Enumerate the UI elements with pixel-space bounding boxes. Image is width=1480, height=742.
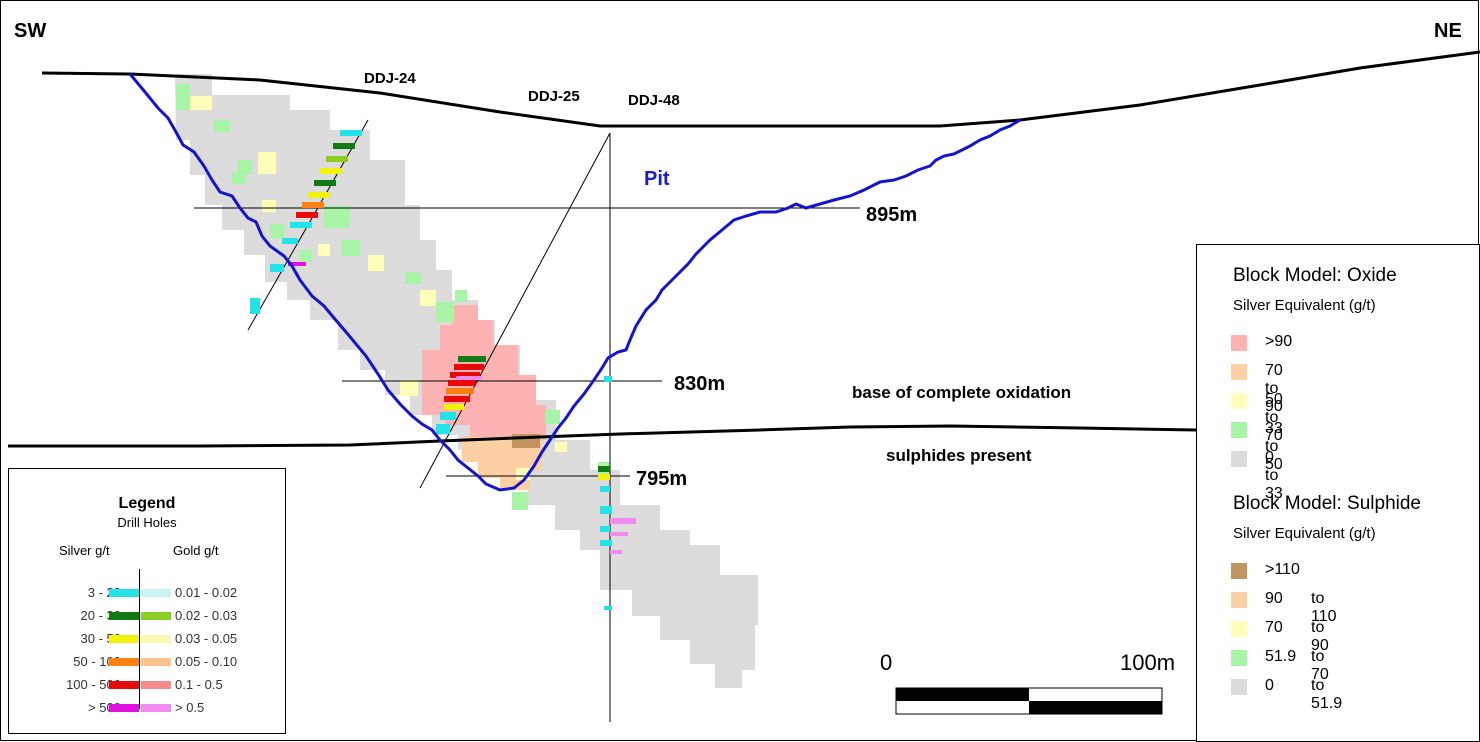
drill-hole-assays <box>250 130 636 610</box>
gold-swatch <box>141 681 171 689</box>
gold-swatch <box>141 658 171 666</box>
oxide-title: Block Model: Oxide <box>1233 265 1397 286</box>
gold-header: Gold g/t <box>173 543 219 558</box>
sulphide-swatch <box>1231 650 1247 666</box>
sulphide-range-to: to 70 <box>1311 648 1329 683</box>
silver-swatch <box>109 589 139 597</box>
sulphide-range-from: 90 <box>1265 590 1283 607</box>
silver-swatch <box>109 635 139 643</box>
block-model-legend: Block Model: Oxide Silver Equivalent (g/… <box>1196 244 1480 742</box>
sulphide-range-from: >110 <box>1265 561 1300 578</box>
legend-divider <box>139 569 140 709</box>
legend-row: 100 - 500 0.1 - 0.5 <box>9 675 285 695</box>
legend-subtitle: Drill Holes <box>117 515 177 530</box>
silver-swatch <box>109 658 139 666</box>
topography-surface <box>41 50 1480 128</box>
ne-corner-label: NE <box>1434 20 1462 42</box>
gold-range: > 0.5 <box>175 700 205 715</box>
oxidation-zone-label: base of complete oxidation <box>852 383 1072 402</box>
oxide-range-label: 0 to 33 <box>1265 449 1283 502</box>
scale-bar: 0 100m <box>870 650 1175 720</box>
sulphide-range-to: to 110 <box>1311 590 1337 625</box>
gold-swatch <box>141 635 171 643</box>
gold-range: 0.02 - 0.03 <box>175 608 238 623</box>
elevation-label-830: 830m <box>674 373 726 395</box>
oxide-range-label: >90 <box>1265 333 1293 350</box>
scale-bar-graphic <box>895 687 1163 715</box>
pit-outline <box>128 73 1021 492</box>
gold-range: 0.05 - 0.10 <box>175 654 238 669</box>
ddj-24-assays <box>250 130 362 314</box>
elevation-label-895: 895m <box>866 204 918 226</box>
sulphide-swatch <box>1231 592 1247 608</box>
gold-range: 0.03 - 0.05 <box>175 631 238 646</box>
sulphide-range-from: 70 <box>1265 619 1283 636</box>
sulphide-title: Block Model: Sulphide <box>1233 493 1421 514</box>
sw-corner-label: SW <box>14 20 47 42</box>
gold-swatch <box>141 589 171 597</box>
sulphide-range-to: to 90 <box>1311 619 1329 654</box>
sulphide-swatch <box>1231 679 1247 695</box>
drill-hole-legend: Legend Drill Holes Silver g/t Gold g/t 3… <box>8 468 286 734</box>
ddj-48-assays <box>598 376 636 610</box>
sulphide-swatch <box>1231 563 1247 579</box>
sulphide-zone-label: sulphides present <box>886 446 1032 465</box>
silver-swatch <box>109 704 139 712</box>
oxide-swatch <box>1231 335 1247 351</box>
scale-start-label: 0 <box>880 650 893 675</box>
gold-range: 0.01 - 0.02 <box>175 585 238 600</box>
elevation-label-795: 795m <box>636 468 688 490</box>
sulphide-range-from: 0 <box>1265 677 1274 694</box>
oxide-swatch <box>1231 393 1247 409</box>
oxide-subtitle: Silver Equivalent (g/t) <box>1233 297 1376 314</box>
gold-range: 0.1 - 0.5 <box>175 677 223 692</box>
sulphide-swatch <box>1231 621 1247 637</box>
silver-range: 100 - 500 <box>66 677 121 692</box>
pit-label: Pit <box>644 168 670 190</box>
oxide-swatch <box>1231 422 1247 438</box>
gold-swatch <box>141 704 171 712</box>
gold-swatch <box>141 612 171 620</box>
oxide-range-label: 33 to 50 <box>1265 420 1283 473</box>
sulphide-subtitle: Silver Equivalent (g/t) <box>1233 525 1376 542</box>
silver-swatch <box>109 612 139 620</box>
oxide-swatch <box>1231 451 1247 467</box>
legend-row: > 500> 0.5 <box>9 698 285 718</box>
legend-title: Legend <box>118 495 176 512</box>
silver-header: Silver g/t <box>59 543 110 558</box>
scale-end-label: 100m <box>1120 650 1176 675</box>
drill-hole-label-ddj-25: DDJ-25 <box>528 88 580 105</box>
drill-hole-label-ddj-48: DDJ-48 <box>628 92 680 109</box>
oxide-swatch <box>1231 364 1247 380</box>
sulphide-range-to: to 51.9 <box>1311 677 1343 712</box>
oxidation-boundary <box>8 424 1197 448</box>
ddj-25-assays <box>436 356 486 434</box>
silver-swatch <box>109 681 139 689</box>
oxide-range-label: 70 to 90 <box>1265 362 1283 415</box>
sulphide-range-from: 51.9 <box>1265 648 1297 665</box>
oxide-range-label: 50 to 70 <box>1265 391 1283 444</box>
drill-hole-label-ddj-24: DDJ-24 <box>364 70 416 87</box>
